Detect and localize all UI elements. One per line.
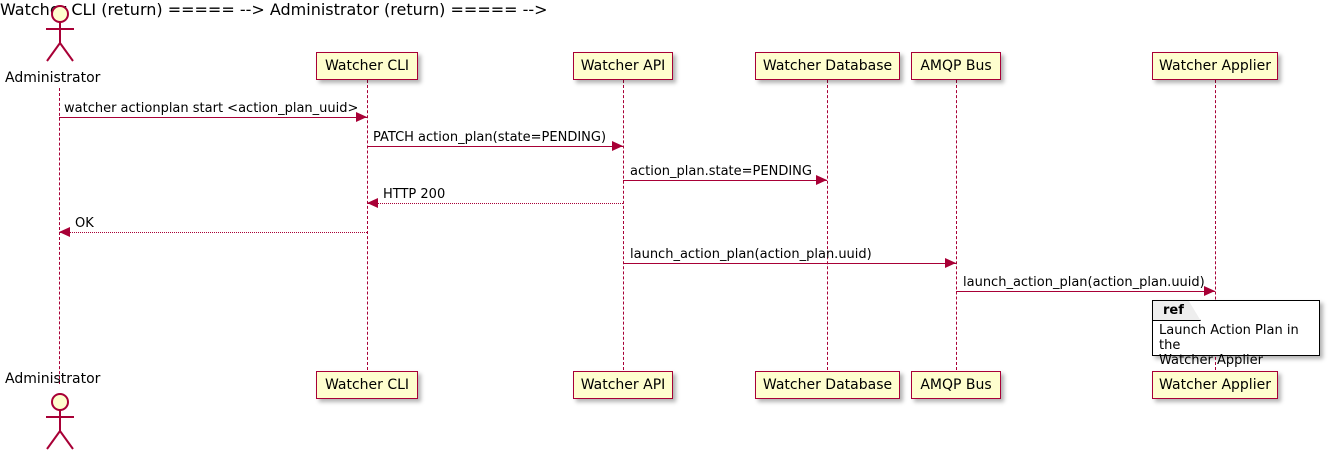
message-label-1: watcher actionplan start <action_plan_uu…	[64, 101, 359, 116]
actor-figure-icon	[46, 5, 74, 62]
actor-administrator-bottom	[38, 390, 82, 452]
lifeline-watcher-applier	[1215, 80, 1216, 370]
ref-fragment-box[interactable]: ref Launch Action Plan in the Watcher Ap…	[1152, 300, 1320, 368]
message-label-2: PATCH action_plan(state=PENDING)	[373, 130, 607, 145]
lifeline-watcher-database	[827, 80, 828, 370]
participant-watcher-database-top[interactable]: Watcher Database	[755, 52, 900, 80]
participant-watcher-cli-bottom[interactable]: Watcher CLI	[316, 371, 418, 399]
message-line-5	[59, 232, 367, 233]
participant-watcher-cli-top[interactable]: Watcher CLI	[316, 52, 418, 80]
message-label-4: HTTP 200	[383, 187, 446, 202]
message-line-2	[367, 146, 623, 147]
actor-figure-icon	[46, 393, 74, 450]
participant-watcher-applier-bottom[interactable]: Watcher Applier	[1152, 371, 1278, 399]
ref-fragment-tab-label: ref	[1153, 301, 1201, 321]
message-label-7: launch_action_plan(action_plan.uuid)	[963, 275, 1205, 290]
message-line-6	[623, 263, 956, 264]
actor-label-administrator-top: Administrator	[5, 70, 101, 86]
message-arrowhead-5	[59, 227, 70, 237]
participant-watcher-applier-top[interactable]: Watcher Applier	[1152, 52, 1278, 80]
participant-amqp-bus-top[interactable]: AMQP Bus	[911, 52, 1001, 80]
message-arrowhead-4	[367, 198, 378, 208]
lifeline-amqp-bus	[956, 80, 957, 370]
message-line-4	[367, 203, 623, 204]
message-label-5: OK	[75, 216, 94, 231]
participant-amqp-bus-bottom[interactable]: AMQP Bus	[911, 371, 1001, 399]
lifeline-watcher-cli	[367, 80, 368, 370]
message-label-6: launch_action_plan(action_plan.uuid)	[630, 247, 872, 262]
message-label-3: action_plan.state=PENDING	[630, 164, 812, 179]
message-arrowhead-3	[816, 175, 827, 185]
ref-fragment-line-2: Watcher Applier	[1159, 353, 1263, 368]
lifeline-watcher-api	[623, 80, 624, 370]
message-line-1	[59, 117, 367, 118]
ref-fragment-text: Launch Action Plan in the Watcher Applie…	[1159, 323, 1319, 368]
participant-watcher-api-bottom[interactable]: Watcher API	[573, 371, 673, 399]
message-arrowhead-7	[1204, 286, 1215, 296]
message-arrowhead-6	[945, 258, 956, 268]
message-arrowhead-1	[356, 112, 367, 122]
actor-label-administrator-bottom: Administrator	[5, 371, 101, 387]
message-line-7	[956, 291, 1215, 292]
participant-watcher-database-bottom[interactable]: Watcher Database	[755, 371, 900, 399]
actor-administrator-top	[38, 2, 82, 64]
participant-watcher-api-top[interactable]: Watcher API	[573, 52, 673, 80]
message-line-3	[623, 180, 827, 181]
message-arrowhead-2	[612, 141, 623, 151]
ref-fragment-line-1: Launch Action Plan in the	[1159, 323, 1299, 353]
